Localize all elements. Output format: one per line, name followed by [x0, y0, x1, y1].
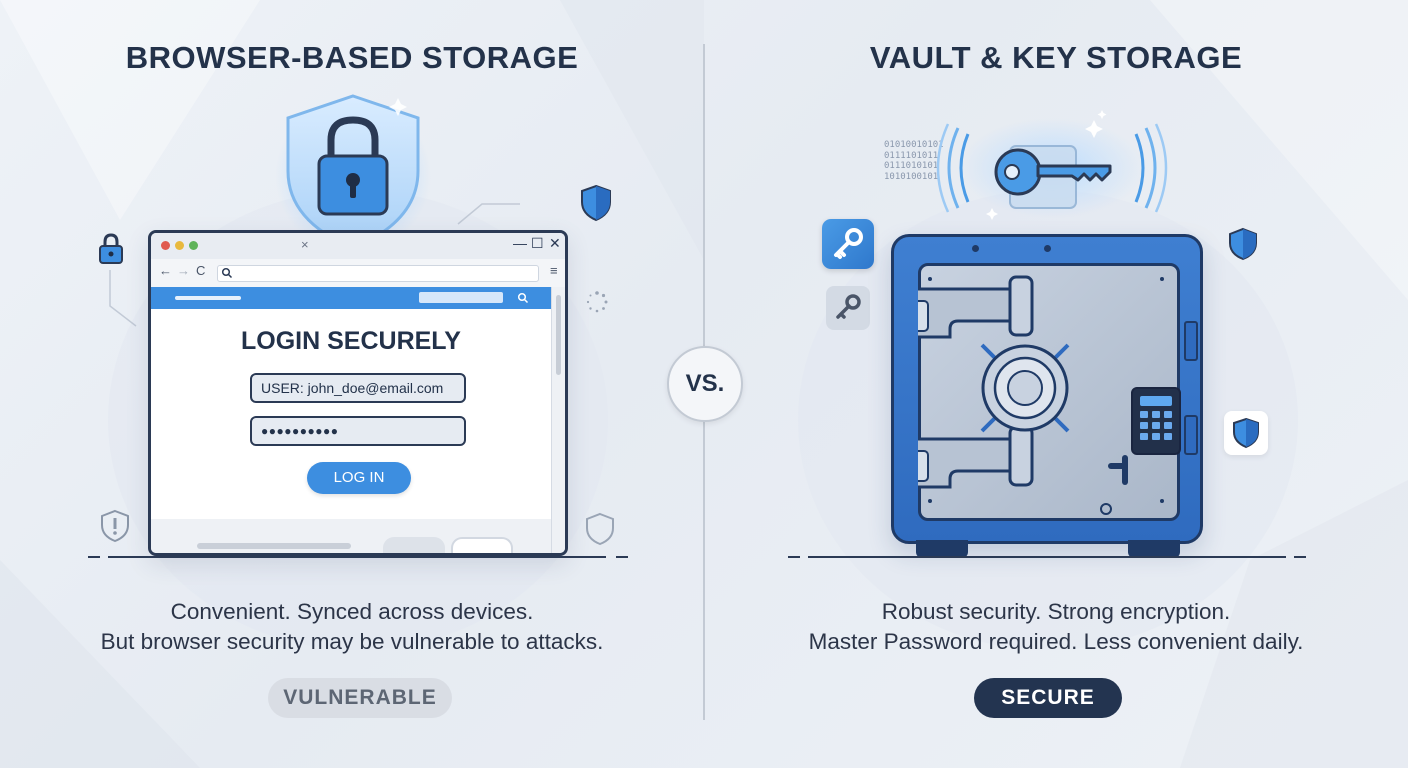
- forward-arrow-icon[interactable]: →: [177, 263, 190, 278]
- keypad-key[interactable]: [1152, 422, 1160, 429]
- keypad-key[interactable]: [1152, 411, 1160, 418]
- vault-top-rivet: [972, 245, 979, 252]
- vault-door: [918, 263, 1181, 521]
- secure-badge: SECURE: [974, 678, 1122, 718]
- ground-line: [108, 556, 606, 558]
- vault-foot: [916, 540, 968, 558]
- key-app-icon: [822, 219, 874, 269]
- site-footer: [151, 519, 551, 553]
- description-line: But browser security may be vulnerable t…: [100, 629, 604, 654]
- loading-spinner-icon: [586, 291, 608, 313]
- vault-storage-panel: VAULT & KEY STORAGE 01010010101 01111010…: [704, 0, 1408, 768]
- scroll-thumb[interactable]: [556, 295, 561, 375]
- small-lock-icon: [99, 233, 123, 264]
- browser-address-bar: ← → C ≡: [151, 259, 565, 288]
- shield-outline-icon: [586, 512, 614, 546]
- keypad-screen: [1140, 396, 1172, 406]
- vault-side-latch: [1184, 321, 1198, 361]
- binary-code-text: 01010010101 0111101011 0111010101 101010…: [884, 140, 944, 182]
- key-glyph-icon: [834, 228, 863, 259]
- url-input[interactable]: [217, 265, 539, 282]
- ground-dash: [616, 556, 628, 558]
- description-line: Convenient. Synced across devices.: [170, 599, 534, 624]
- back-arrow-icon[interactable]: ←: [159, 263, 172, 278]
- ground-dash: [1294, 556, 1306, 558]
- maximize-dot[interactable]: [189, 241, 198, 250]
- vault-side-latch: [1184, 415, 1198, 455]
- login-button[interactable]: LOG IN: [307, 462, 411, 494]
- vault-storage-description: Robust security. Strong encryption. Mast…: [704, 597, 1408, 657]
- scrollbar[interactable]: [551, 287, 565, 553]
- browser-storage-description: Convenient. Synced across devices. But b…: [0, 597, 704, 657]
- description-line: Robust security. Strong encryption.: [881, 599, 1231, 624]
- minimize-dot[interactable]: [175, 241, 184, 250]
- refresh-icon[interactable]: C: [196, 263, 206, 278]
- close-dot[interactable]: [161, 241, 170, 250]
- vs-badge: VS.: [667, 346, 743, 422]
- secure-vault: [891, 234, 1203, 544]
- keypad-key[interactable]: [1140, 422, 1148, 429]
- ground-dash: [788, 556, 800, 558]
- site-header-bar: [151, 287, 551, 309]
- browser-storage-title: BROWSER-BASED STORAGE: [125, 40, 579, 75]
- keypad-key[interactable]: [1164, 433, 1172, 440]
- vault-hinges: [918, 275, 1164, 515]
- keypad-key[interactable]: [1140, 433, 1148, 440]
- site-search-box[interactable]: [419, 292, 503, 303]
- vault-foot: [1128, 540, 1180, 558]
- footer-pill: [383, 537, 445, 553]
- browser-titlebar: × — ☐ ✕: [151, 233, 565, 260]
- browser-storage-panel: BROWSER-BASED STORAGE: [0, 40, 704, 718]
- window-maximize-icon[interactable]: ☐: [531, 235, 544, 251]
- site-logo-bar: [175, 296, 241, 300]
- connector-lines: [109, 203, 520, 327]
- shield-tile-icon: [1224, 411, 1268, 455]
- shield-icon: [581, 184, 611, 222]
- keypad-key[interactable]: [1164, 422, 1172, 429]
- shield-glyph-icon: [1233, 417, 1259, 449]
- warning-shield-icon: [101, 509, 129, 543]
- vault-top-rivet: [1044, 245, 1051, 252]
- key-tile-icon: [826, 286, 870, 330]
- footer-pill: [451, 537, 513, 553]
- ground-line: [808, 556, 1286, 558]
- key-glyph-icon: [836, 294, 861, 319]
- browser-window: × — ☐ ✕ ← → C ≡ LOG: [148, 230, 568, 556]
- key-icon: [936, 110, 1168, 220]
- footer-bar: [197, 543, 351, 549]
- description-line: Master Password required. Less convenien…: [808, 629, 1304, 654]
- search-icon: [221, 267, 233, 279]
- vulnerable-badge: VULNERABLE: [268, 678, 452, 718]
- keypad-buttons[interactable]: [1140, 411, 1172, 440]
- window-minimize-icon[interactable]: —: [513, 235, 527, 251]
- tab-close-icon[interactable]: ×: [301, 237, 309, 252]
- window-close-icon[interactable]: ✕: [549, 235, 561, 251]
- shield-icon: [1229, 227, 1257, 261]
- login-title: LOGIN SECURELY: [241, 327, 461, 355]
- password-field[interactable]: ●●●●●●●●●●: [250, 416, 466, 446]
- ground-dash: [88, 556, 100, 558]
- keypad-key[interactable]: [1140, 411, 1148, 418]
- vault-keypad[interactable]: [1131, 387, 1181, 455]
- keypad-key[interactable]: [1152, 433, 1160, 440]
- site-search-icon[interactable]: [517, 292, 529, 304]
- keypad-key[interactable]: [1164, 411, 1172, 418]
- menu-icon[interactable]: ≡: [550, 263, 558, 278]
- vault-storage-title: VAULT & KEY STORAGE: [869, 40, 1243, 75]
- username-field[interactable]: USER: john_doe@email.com: [250, 373, 466, 403]
